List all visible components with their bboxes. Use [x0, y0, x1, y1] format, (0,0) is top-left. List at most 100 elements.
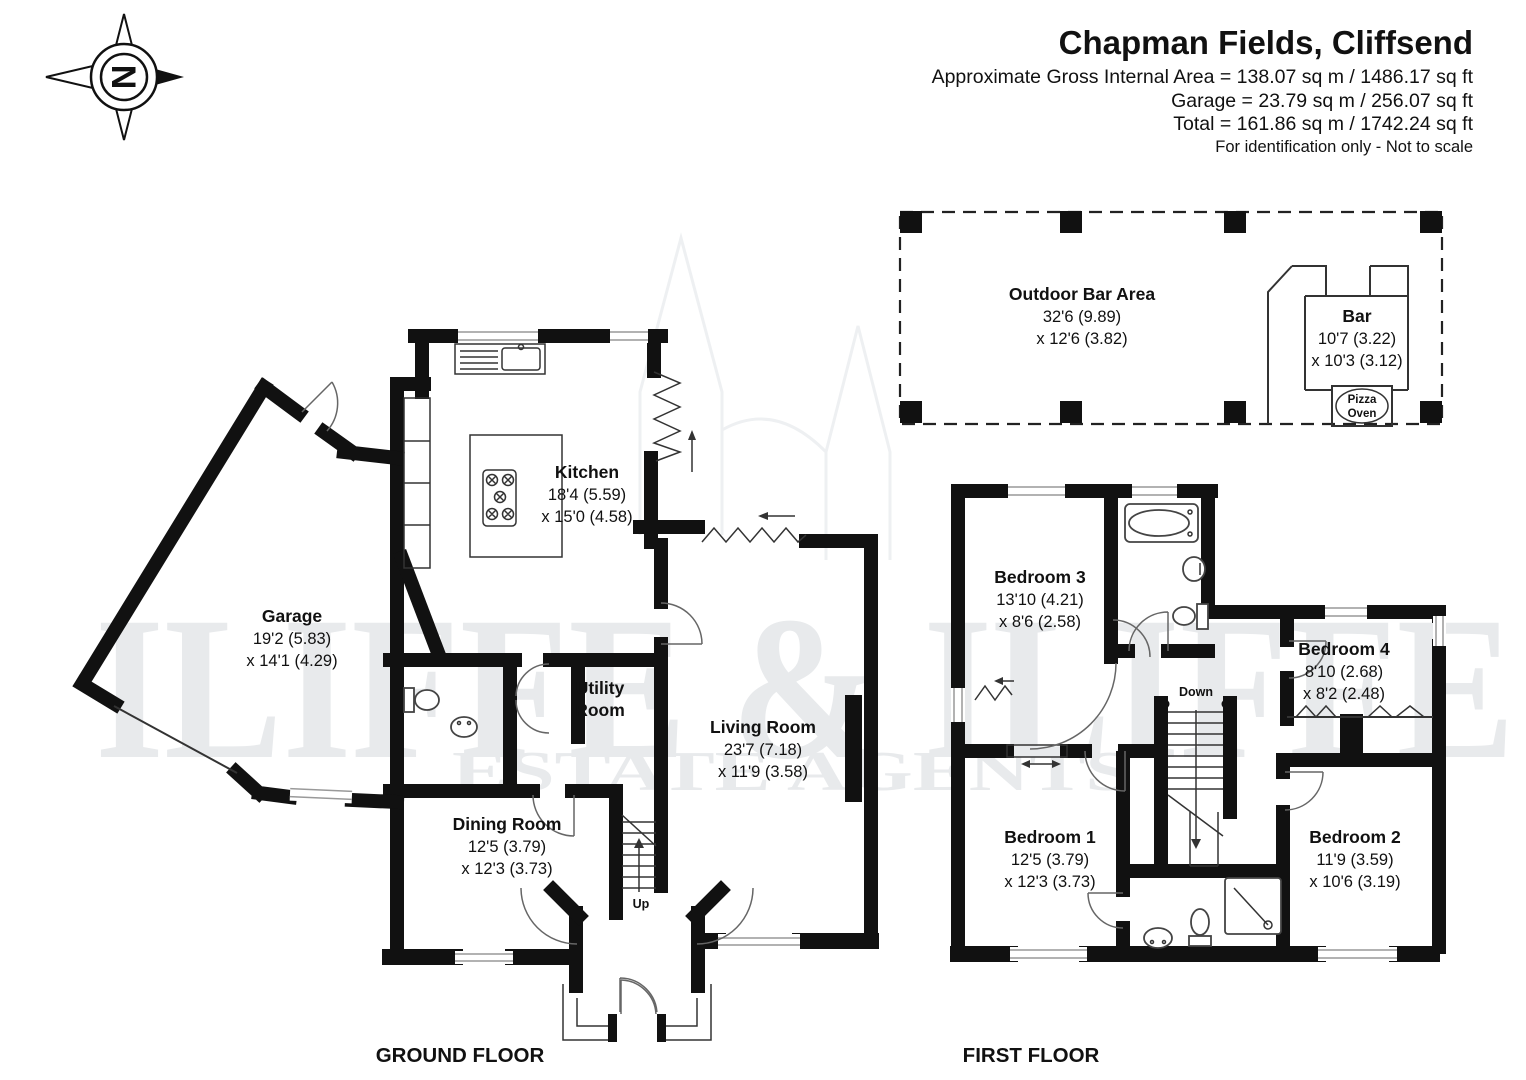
- compass-north-letter: N: [104, 65, 142, 90]
- svg-text:10'7 (3.22): 10'7 (3.22): [1318, 330, 1396, 348]
- first-floor-plan: Down Bedroom 3 13'10 (4.21) x 8'6 (2.58)…: [950, 484, 1446, 962]
- svg-text:x 11'9 (3.58): x 11'9 (3.58): [718, 763, 808, 781]
- svg-text:Utility: Utility: [576, 678, 625, 698]
- first-floor-windows: [951, 484, 1446, 961]
- utility-room-label: Utility Room: [575, 678, 625, 720]
- svg-text:Bedroom 1: Bedroom 1: [1004, 827, 1096, 847]
- plan-title: Chapman Fields, Cliffsend: [1059, 24, 1473, 61]
- first-floor-walls: [950, 484, 1446, 962]
- outdoor-bar-area: Pizza Oven Outdoor Bar Area 32'6 (9.89) …: [898, 210, 1444, 427]
- sink-icon: [1143, 927, 1173, 949]
- svg-text:13'10 (4.21): 13'10 (4.21): [996, 591, 1084, 609]
- window: [610, 329, 648, 343]
- chimney-breast: [845, 695, 862, 802]
- svg-text:x 10'6 (3.19): x 10'6 (3.19): [1309, 873, 1400, 891]
- dining-room-label: Dining Room 12'5 (3.79) x 12'3 (3.73): [453, 814, 562, 878]
- bath-icon: [1124, 503, 1199, 543]
- window: [1132, 484, 1177, 498]
- ground-floor-doors: [301, 381, 754, 1016]
- window: [718, 934, 800, 949]
- svg-text:Dining Room: Dining Room: [453, 814, 562, 834]
- bar-label: Bar 10'7 (3.22) x 10'3 (3.12): [1311, 306, 1402, 370]
- svg-text:x 12'3 (3.73): x 12'3 (3.73): [461, 860, 552, 878]
- kitchen-cabinets: [403, 397, 431, 569]
- first-floor-caption: FIRST FLOOR: [963, 1044, 1100, 1067]
- kitchen-fittings: [403, 343, 807, 569]
- kitchen-island: [469, 434, 563, 558]
- outdoor-bar-area-label: Outdoor Bar Area 32'6 (9.89) x 12'6 (3.8…: [1009, 284, 1155, 348]
- garage-room-label: Garage 19'2 (5.83) x 14'1 (4.29): [246, 606, 337, 670]
- svg-text:x 12'6 (3.82): x 12'6 (3.82): [1036, 330, 1127, 348]
- total-area: Total = 161.86 sq m / 1742.24 sq ft: [1173, 113, 1473, 135]
- stairs-up: Up: [621, 814, 657, 911]
- kitchen-sink-unit: [454, 343, 546, 375]
- svg-text:Garage: Garage: [262, 606, 323, 626]
- bedroom1-label: Bedroom 1 12'5 (3.79) x 12'3 (3.73): [1004, 827, 1096, 891]
- stairs-up-label: Up: [633, 897, 650, 911]
- svg-text:32'6 (9.89): 32'6 (9.89): [1043, 308, 1121, 326]
- svg-text:8'10 (2.68): 8'10 (2.68): [1305, 663, 1383, 681]
- pergola-posts: [900, 211, 1442, 423]
- pizza-oven-label-1: Pizza: [1348, 394, 1377, 406]
- svg-text:Outdoor Bar Area: Outdoor Bar Area: [1009, 284, 1155, 304]
- svg-text:19'2 (5.83): 19'2 (5.83): [253, 630, 331, 648]
- ground-floor-walls: [72, 329, 879, 993]
- living-room-label: Living Room 23'7 (7.18) x 11'9 (3.58): [710, 717, 816, 781]
- sink-icon: [450, 716, 478, 738]
- window: [458, 329, 538, 343]
- ground-floor-plan: Up Kitchen 18'4 (5.59) x 15'0 (4.58) Gar…: [72, 329, 879, 1044]
- svg-text:Kitchen: Kitchen: [555, 462, 619, 482]
- svg-text:23'7 (7.18): 23'7 (7.18): [724, 741, 802, 759]
- svg-text:x 8'2 (2.48): x 8'2 (2.48): [1303, 685, 1385, 703]
- ground-floor-caption: GROUND FLOOR: [376, 1044, 545, 1067]
- wc-fixtures: [403, 687, 478, 738]
- svg-text:11'9 (3.59): 11'9 (3.59): [1316, 851, 1393, 869]
- kitchen-opening-zigzag: [651, 371, 696, 472]
- svg-text:x 10'3 (3.12): x 10'3 (3.12): [1311, 352, 1402, 370]
- pizza-oven-label-2: Oven: [1348, 408, 1377, 420]
- garage-door-line: [113, 705, 238, 774]
- toilet-icon: [1172, 603, 1209, 630]
- window: [951, 688, 965, 722]
- bedroom3-label: Bedroom 3 13'10 (4.21) x 8'6 (2.58): [994, 567, 1086, 631]
- pizza-oven: Pizza Oven: [1331, 385, 1393, 427]
- svg-text:Bedroom 3: Bedroom 3: [994, 567, 1086, 587]
- toilet-icon: [403, 687, 440, 713]
- stairs-down: Down: [1160, 685, 1231, 867]
- svg-text:Room: Room: [575, 700, 625, 720]
- sink-icon: [1182, 556, 1206, 582]
- toilet-icon: [1188, 908, 1212, 947]
- ensuite-fixtures: [1143, 877, 1282, 949]
- compass-icon: N: [45, 13, 184, 141]
- window: [455, 951, 513, 964]
- bedroom2-label: Bedroom 2 11'9 (3.59) x 10'6 (3.19): [1309, 827, 1401, 891]
- svg-text:12'5 (3.79): 12'5 (3.79): [468, 838, 546, 856]
- header: Chapman Fields, Cliffsend Approximate Gr…: [932, 24, 1474, 156]
- window: [289, 785, 353, 804]
- gross-internal-area: Approximate Gross Internal Area = 138.07…: [932, 66, 1474, 88]
- window: [1008, 484, 1065, 498]
- sliding-door-opening: [1006, 744, 1068, 758]
- svg-text:Bedroom 4: Bedroom 4: [1298, 639, 1390, 659]
- window: [1325, 605, 1367, 619]
- first-floor-doors: [1029, 611, 1327, 929]
- bedroom4-label: Bedroom 4 8'10 (2.68) x 8'2 (2.48): [1298, 639, 1390, 703]
- entrance-porch: [562, 979, 712, 1044]
- svg-text:18'4 (5.59): 18'4 (5.59): [548, 486, 626, 504]
- svg-text:12'5 (3.79): 12'5 (3.79): [1011, 851, 1089, 869]
- living-opening-zigzag: [701, 512, 807, 544]
- hob-icon: [485, 473, 515, 521]
- svg-text:x 12'3 (3.73): x 12'3 (3.73): [1004, 873, 1095, 891]
- stairs-down-label: Down: [1179, 685, 1213, 699]
- svg-text:Living Room: Living Room: [710, 717, 816, 737]
- bedroom3-ceiling-zigzag: [974, 677, 1014, 702]
- window: [1010, 947, 1087, 961]
- sliding-door-arrow: [1021, 760, 1061, 768]
- svg-text:x 15'0 (4.58): x 15'0 (4.58): [541, 508, 632, 526]
- bar-structure: Pizza Oven: [1267, 265, 1409, 427]
- oast-house-watermark: [638, 232, 892, 560]
- disclaimer: For identification only - Not to scale: [1215, 138, 1473, 156]
- svg-text:x 14'1 (4.29): x 14'1 (4.29): [246, 652, 337, 670]
- svg-text:x 8'6 (2.58): x 8'6 (2.58): [999, 613, 1081, 631]
